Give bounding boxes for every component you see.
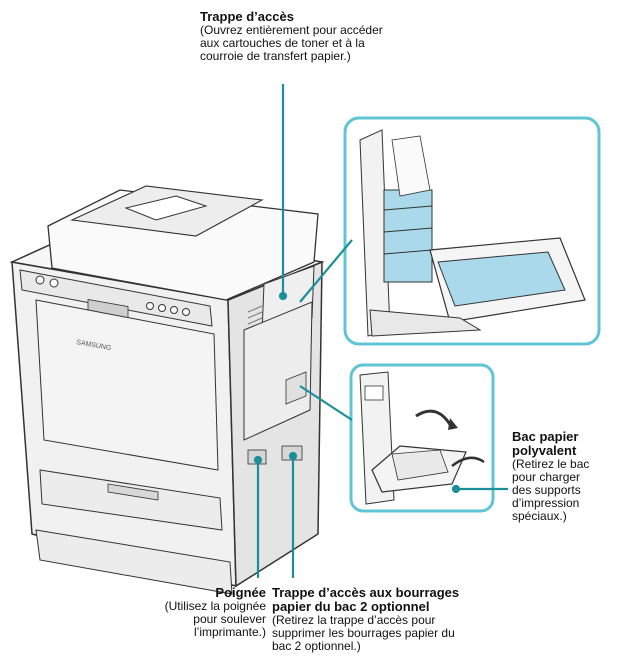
- callout-mp-tray-desc-5: spéciaux.): [512, 509, 567, 523]
- callout-jam-door-desc-2: supprimer les bourrages papier du: [272, 626, 455, 640]
- callout-handle-desc-1: (Utilisez la poignée: [164, 599, 266, 613]
- leader-jam-door-dot: [288, 451, 298, 461]
- callout-mp-tray: Bac papier polyvalent (Retirez le bac po…: [512, 430, 624, 523]
- inset-transfer-belt: [343, 116, 601, 346]
- callout-handle: Poignée (Utilisez la poignée pour soulev…: [120, 586, 266, 639]
- inset-mp-tray: [349, 363, 495, 513]
- leader-lines: [253, 84, 508, 578]
- callout-jam-door-title-2: papier du bac 2 optionnel: [272, 599, 430, 614]
- callout-jam-door-desc-3: bac 2 optionnel.): [272, 639, 361, 653]
- callout-handle-desc-2: pour soulever: [193, 612, 266, 626]
- callout-mp-tray-title-2: polyvalent: [512, 443, 577, 458]
- callout-handle-title: Poignée: [215, 585, 266, 600]
- leader-tray-to-inset: [299, 385, 353, 421]
- printer-body: [9, 185, 325, 595]
- callout-jam-door-desc-1: (Retirez la trappe d’accès pour: [272, 613, 436, 627]
- callout-access-door-desc-3: courroie de transfert papier.): [200, 49, 351, 63]
- callout-jam-door: Trappe d’accès aux bourrages papier du b…: [272, 586, 572, 653]
- leader-handle-dot: [253, 455, 263, 465]
- callout-access-door-title: Trappe d’accès: [200, 9, 294, 24]
- callout-mp-tray-desc-1: (Retirez le bac: [512, 457, 590, 471]
- callout-mp-tray-desc-2: pour charger: [512, 470, 581, 484]
- callout-access-door: Trappe d’accès (Ouvrez entièrement pour …: [200, 10, 480, 63]
- leader-mp-tray-dot: [451, 484, 461, 494]
- callout-mp-tray-desc-4: d’impression: [512, 496, 580, 510]
- callout-handle-desc-3: l’imprimante.): [193, 625, 266, 639]
- callout-access-door-desc-1: (Ouvrez entièrement pour accéder: [200, 23, 383, 37]
- callout-access-door-desc-2: aux cartouches de toner et à la: [200, 36, 365, 50]
- callout-mp-tray-desc-3: des supports: [512, 483, 581, 497]
- callout-mp-tray-title-1: Bac papier: [512, 429, 579, 444]
- leader-access-door-dot: [278, 291, 288, 301]
- leader-access-door-to-inset: [299, 239, 353, 303]
- callout-jam-door-title-1: Trappe d’accès aux bourrages: [272, 585, 460, 600]
